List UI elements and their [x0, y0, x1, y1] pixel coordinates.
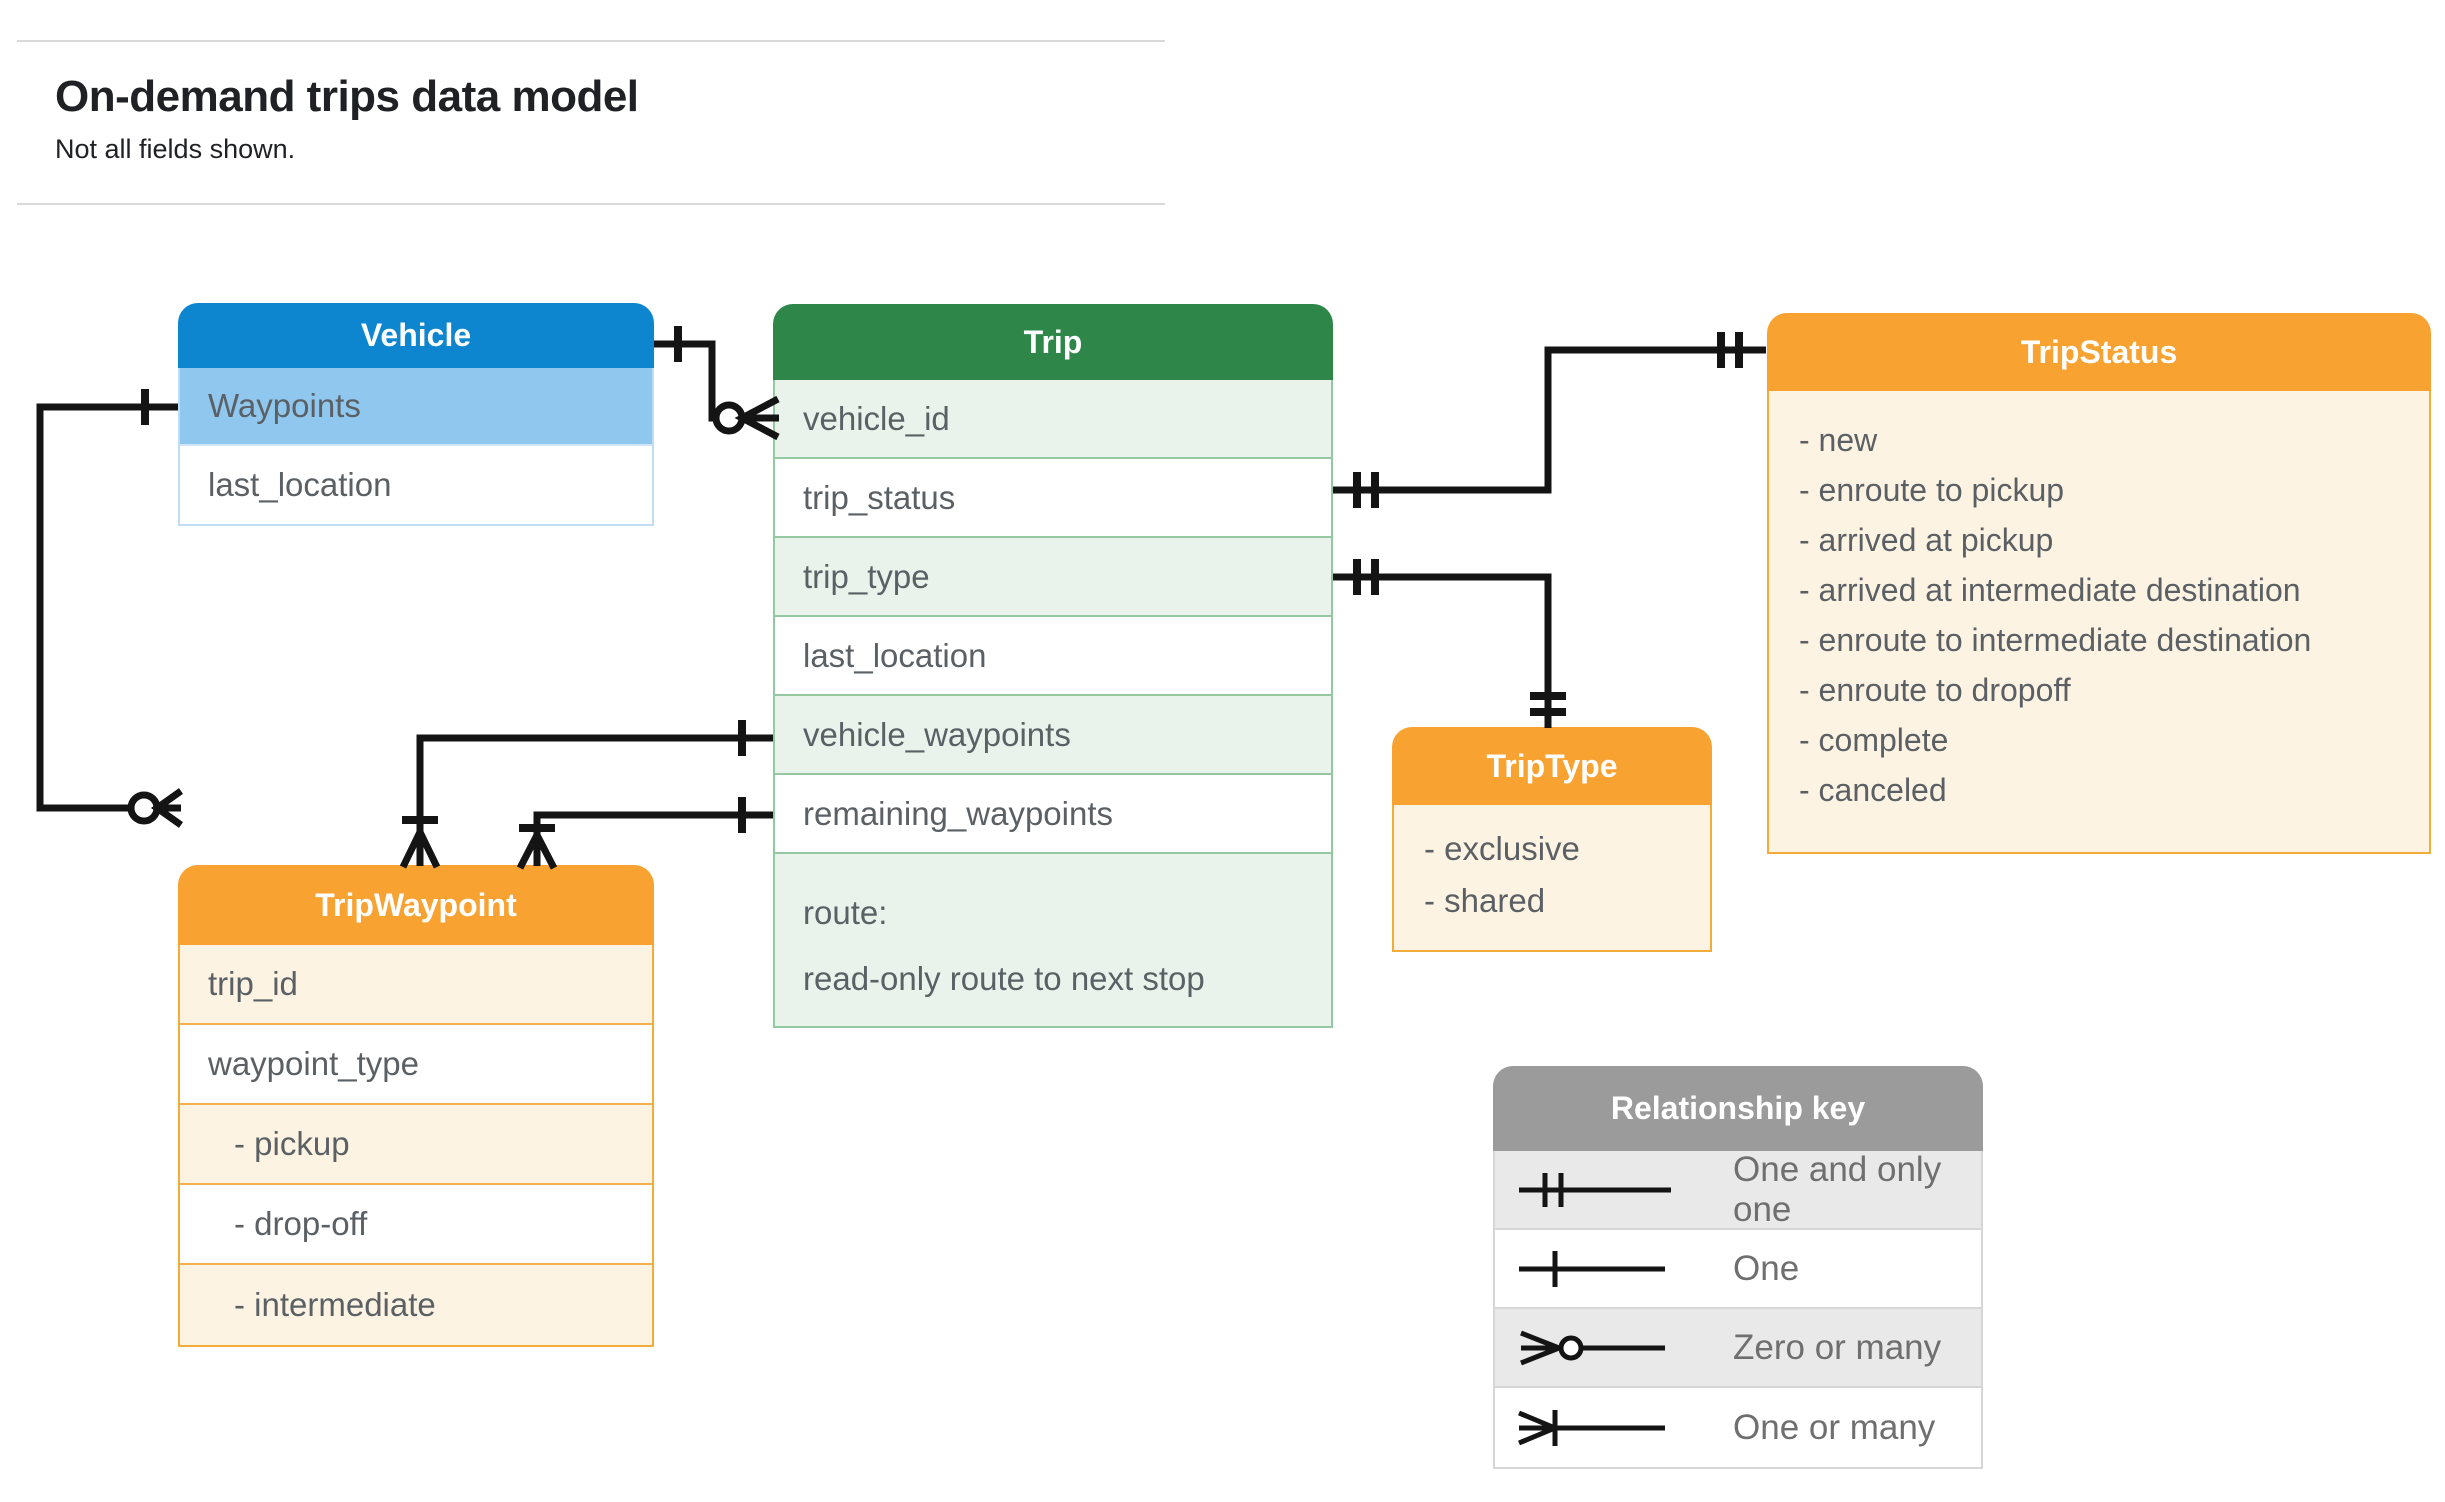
entity-vehicle: Vehicle Waypoints last_location: [178, 303, 654, 526]
field-row-route: route: read-only route to next stop: [775, 854, 1331, 1026]
route-line-2: read-only route to next stop: [803, 960, 1205, 997]
enum-value-drop-off: - drop-off: [180, 1185, 652, 1265]
entity-trip-status: TripStatus - new - enroute to pickup - a…: [1767, 313, 2431, 854]
connector-vehicle-waypoints-field-to-tripwaypoint: [399, 720, 773, 869]
legend-label: Zero or many: [1733, 1327, 1942, 1367]
relationship-key: Relationship key One and only one One Ze…: [1493, 1066, 1983, 1469]
entity-trip-title: Trip: [773, 304, 1333, 380]
enum-value: - complete: [1799, 722, 1949, 758]
connector-vehicle-to-trip-vehicle-id: [654, 326, 780, 441]
route-line-1: route:: [803, 894, 888, 931]
enum-value: - arrived at pickup: [1799, 522, 2054, 558]
one-and-only-one-icon: [1519, 1172, 1671, 1207]
relationship-key-title: Relationship key: [1493, 1066, 1983, 1151]
enum-value: - canceled: [1799, 772, 1947, 808]
entity-vehicle-title: Vehicle: [178, 303, 654, 368]
field-row-remaining-waypoints: remaining_waypoints: [775, 775, 1331, 854]
entity-trip: Trip vehicle_id trip_status trip_type la…: [773, 304, 1333, 1028]
enum-value: - new: [1799, 422, 1878, 458]
enum-value: - arrived at intermediate destination: [1799, 572, 2301, 608]
one-icon: [1519, 1250, 1665, 1287]
enum-value-pickup: - pickup: [180, 1105, 652, 1185]
field-row-vehicle-waypoints: vehicle_waypoints: [775, 696, 1331, 775]
zero-or-many-icon: [1520, 1330, 1665, 1365]
field-row-trip-id: trip_id: [180, 945, 652, 1025]
legend-label: One and only one: [1733, 1149, 1942, 1229]
entity-trip-waypoint-title: TripWaypoint: [178, 865, 654, 945]
divider-bottom: [17, 203, 1165, 205]
legend-label: One or many: [1733, 1407, 1936, 1447]
enum-value-intermediate: - intermediate: [180, 1265, 652, 1345]
field-row-trip-type: trip_type: [775, 538, 1331, 617]
field-row-last-location: last_location: [208, 466, 392, 503]
legend-row: Zero or many: [1495, 1309, 1981, 1388]
entity-trip-type-title: TripType: [1392, 727, 1712, 805]
field-row-waypoint-type: waypoint_type: [180, 1025, 652, 1105]
legend-label: One: [1733, 1248, 1800, 1288]
entity-trip-type: TripType - exclusive - shared: [1392, 727, 1712, 952]
page-title: On-demand trips data model: [55, 72, 639, 121]
enum-value: - enroute to intermediate destination: [1799, 622, 2312, 658]
enum-value: - enroute to pickup: [1799, 472, 2065, 508]
field-row-vehicle-id: vehicle_id: [775, 380, 1331, 459]
connector-trip-status-to-tripstatus: [1333, 332, 1766, 508]
field-row-waypoints: Waypoints: [180, 368, 652, 446]
legend-row: One and only one: [1495, 1149, 1981, 1230]
divider-top: [17, 40, 1165, 42]
connector-vehicle-waypoints-to-tripwaypoint: [36, 389, 184, 828]
entity-trip-waypoint: TripWaypoint trip_id waypoint_type - pic…: [178, 865, 654, 1347]
field-row-last-location: last_location: [775, 617, 1331, 696]
enum-value: - enroute to dropoff: [1799, 672, 2071, 708]
enum-value: - shared: [1424, 882, 1546, 919]
entity-trip-status-title: TripStatus: [1767, 313, 2431, 391]
field-row-trip-status: trip_status: [775, 459, 1331, 538]
enum-value: - exclusive: [1424, 830, 1580, 867]
legend-row: One: [1495, 1230, 1981, 1309]
connector-remaining-waypoints-to-tripwaypoint: [516, 797, 773, 870]
legend-row: One or many: [1495, 1388, 1981, 1467]
one-or-many-icon: [1518, 1409, 1665, 1446]
page-subtitle: Not all fields shown.: [55, 134, 296, 164]
connector-trip-type-to-triptype: [1333, 559, 1566, 728]
